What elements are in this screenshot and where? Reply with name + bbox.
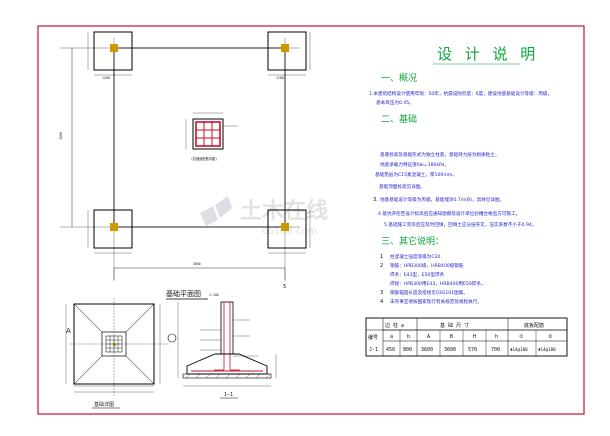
table-cell-A: 3600 (421, 347, 433, 353)
table-cell-h: 700 (491, 347, 500, 353)
watermark-logo-icon (200, 196, 232, 226)
table-sub-a: a (390, 334, 393, 340)
table-cell-rebar2: Φ14@180 (538, 347, 556, 352)
section-caption: 1—1 (224, 392, 233, 398)
detail-label-a: A (66, 327, 71, 335)
notes-s3-item1-num: 1 (380, 254, 383, 260)
table-text: 编号 边 柱 a 基 础 尺 寸 底板配筋 a b A B H h ① ② J-… (368, 322, 556, 353)
footing-dim-tl: 1200 (102, 76, 110, 80)
notes-s3-item2: 钢筋：HPB300级，HRB400级钢筋 (390, 262, 464, 269)
table-cell-rebar1: Φ14@180 (510, 347, 528, 352)
notes-s3-item1: 柱混凝土强度等级为C30 (390, 253, 440, 260)
notes-s3-item2b: 焊条：E43型，E50型焊条 (390, 271, 445, 278)
table-sub-A: A (427, 334, 430, 340)
table-row-id: J-1 (369, 347, 378, 353)
column-detail-caption: (柱截面配筋详图) (191, 156, 217, 161)
notes-s1-line2: 基本风压为0.45。 (376, 99, 414, 106)
notes-s3-heading: 三、其它说明： (381, 235, 444, 247)
footing-bottom-left (87, 209, 133, 254)
section-caption-block: 1—1 (220, 392, 238, 399)
table-sub-H: H (473, 334, 476, 340)
footing-detail-caption-block: 基础详图 (92, 401, 120, 409)
notes-s2-line5-num: 3. (373, 197, 378, 203)
footing-detail-caption: 基础详图 (94, 401, 114, 408)
design-notes: 设 计 说 明 一、概况 1.本建筑结构设计使用年限：50年，抗震设防烈度：6度… (369, 45, 552, 305)
footing-schedule-table (365, 317, 568, 357)
plan-scale: 1:100 (209, 293, 219, 297)
axis-label-5: 5 (283, 284, 286, 290)
watermark: 土木在线 co188.com (200, 196, 328, 237)
axis-bubbles: 5 (113, 268, 286, 290)
notes-s3-item2-num: 2 (380, 263, 383, 269)
notes-s2-heading: 二、基础 (381, 113, 417, 125)
plan-dim-left: 3600 (59, 132, 63, 140)
footing-detail-plan (65, 298, 170, 396)
table-sub-h: h (495, 334, 498, 340)
sheet-border (37, 25, 585, 415)
plan-dim-bottom: 3600 (193, 262, 201, 266)
table-sub-1: ① (519, 334, 524, 340)
notes-s2-line5: 地基基础设计等级为丙级，基础埋深0.7m(B)，具体见详图。 (380, 196, 504, 203)
notes-s2-line2: 地基承载力特征值fak=180kPa， (380, 161, 449, 168)
notes-s3-item2c: 焊接：HPB300用E43，HRB400用E50焊条。 (390, 280, 486, 287)
notes-s3-item4: 未尽事宜请按国家现行有关规范及规程执行。 (390, 298, 482, 305)
table-cell-a: 450 (386, 347, 395, 353)
notes-s3-item3: 钢筋锚固长度及搭接见03G101图集。 (390, 289, 468, 296)
notes-s2-line1: 基底标高及基础形式为独立柱基，基础持力层为粉质粘土， (380, 151, 499, 158)
footing-top-left (87, 31, 133, 76)
footing-top-right (267, 31, 311, 76)
notes-s3-item3-num: 3 (380, 290, 383, 296)
watermark-url: co188.com (262, 226, 317, 237)
watermark-text: 土木在线 (240, 198, 328, 224)
table-header-rebar: 底板配筋 (524, 322, 544, 329)
notes-s2-line6: 4.基坑开挖至设计标高后应通知勘察及设计单位验槽合格后方可施工。 (378, 210, 520, 217)
footing-section (177, 301, 277, 387)
table-cell-B: 3600 (444, 347, 456, 353)
table-cell-b: 800 (403, 347, 412, 353)
notes-s3-item4-num: 4 (380, 299, 384, 305)
table-header-size: 基 础 尺 寸 (440, 322, 469, 329)
notes-s1-line1: 1.本建筑结构设计使用年限：50年，抗震设防烈度：6度，建设地基基础设计等级：丙… (369, 90, 552, 97)
detail-tag (167, 333, 177, 343)
table-sub-B: B (450, 334, 453, 340)
notes-s2-line3: 基础垫层为C15素混凝土，厚100mm。 (375, 171, 457, 178)
column-section-detail (185, 112, 238, 150)
table-sub-2: ② (548, 334, 553, 340)
footing-dim-tr: 1200 (276, 76, 284, 80)
notes-s2-line7: 5.基础施工完毕后应及时回填，回填土应分层夯实，压实系数不小于0.94。 (384, 221, 536, 228)
footing-bottom-right (267, 209, 311, 254)
foundation-plan (60, 31, 311, 280)
notes-title: 设 计 说 明 (437, 45, 539, 63)
plan-title-block: 基础平面图 1:100 (166, 289, 219, 300)
notes-s1-heading: 一、概况 (381, 72, 417, 84)
table-header-col: 边 柱 a (385, 322, 404, 329)
table-cell-H: 570 (468, 347, 477, 353)
table-header-id: 编号 (368, 334, 378, 341)
table-sub-b: b (407, 334, 410, 340)
notes-s2-line4: 基础顶面标高见详图。 (379, 183, 425, 190)
plan-title: 基础平面图 (166, 289, 201, 298)
